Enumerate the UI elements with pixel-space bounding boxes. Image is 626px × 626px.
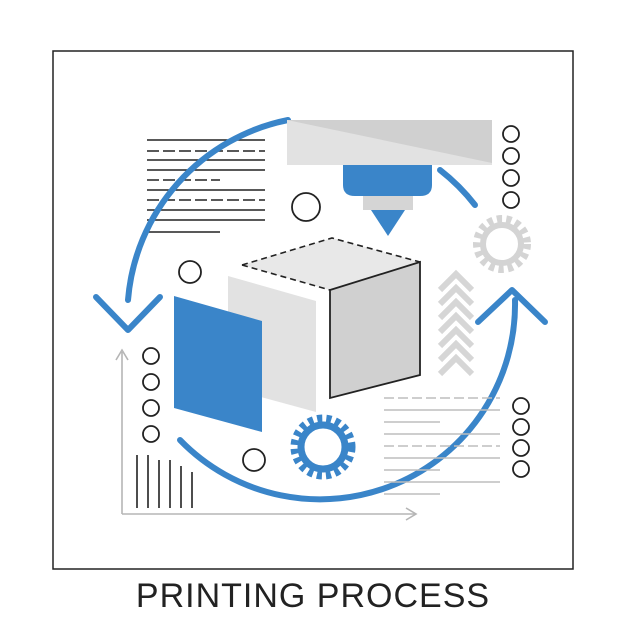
gear-icon [473, 215, 531, 273]
cube-icon [241, 237, 421, 400]
circle-column-right-top [502, 125, 520, 209]
page-title: PRINTING PROCESS [135, 577, 491, 615]
frame-border [52, 50, 574, 570]
gear-blue-icon [290, 414, 356, 480]
circle-dot-icon [178, 192, 321, 472]
layer-sheet-icon [174, 276, 316, 432]
chevron-up-stack-icon [437, 269, 475, 377]
printer-head-icon [287, 120, 492, 165]
nozzle-icon [343, 165, 432, 236]
circle-column-left [142, 347, 160, 443]
circle-column-right-bottom [512, 397, 530, 478]
bar-lines [136, 455, 193, 508]
cycle-arrow-icon [93, 117, 548, 503]
text-lines-right [384, 397, 500, 495]
axis-chart-icon [115, 348, 418, 521]
